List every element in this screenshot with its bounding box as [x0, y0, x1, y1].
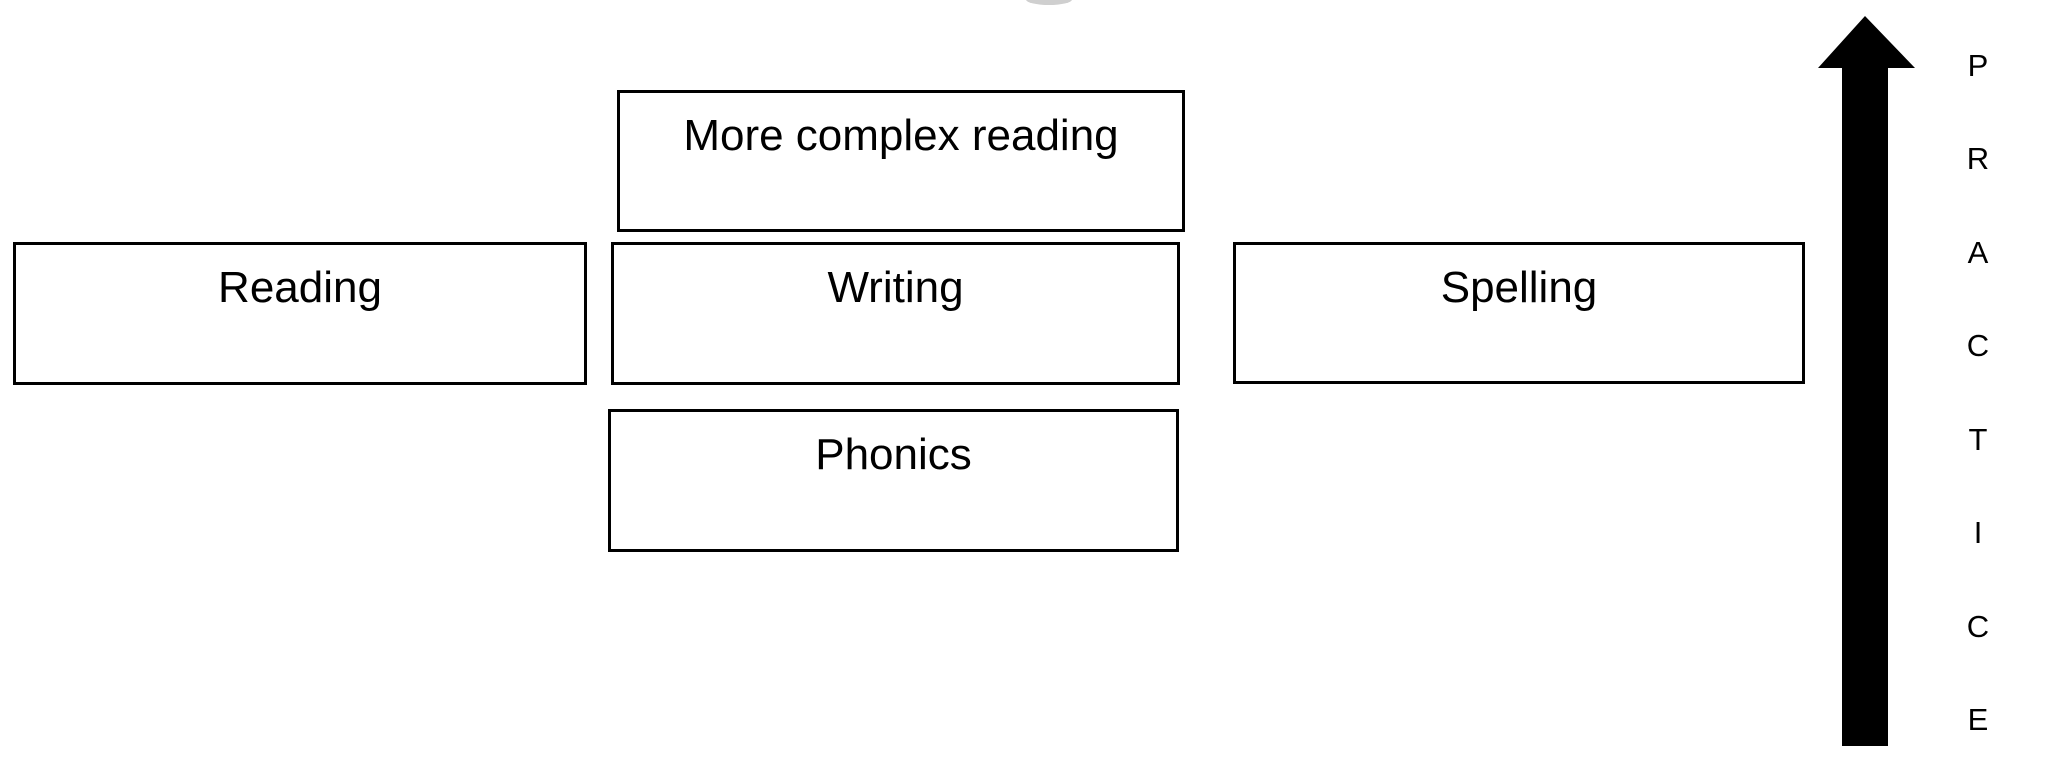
box-more-complex-reading-label: More complex reading: [683, 111, 1119, 160]
practice-letter: I: [1973, 515, 1983, 551]
practice-letter: R: [1966, 141, 1990, 177]
top-edge-artifact: [1026, 0, 1072, 5]
practice-letter: C: [1966, 608, 1990, 644]
box-reading-label: Reading: [218, 263, 382, 312]
box-writing: Writing: [611, 242, 1180, 385]
box-phonics-label: Phonics: [815, 430, 972, 479]
practice-letter: T: [1968, 421, 1988, 457]
box-spelling-label: Spelling: [1440, 263, 1598, 312]
practice-axis-label: P R A C T I C E: [1950, 19, 2006, 767]
practice-letter: P: [1967, 47, 1989, 83]
box-spelling: Spelling: [1233, 242, 1805, 384]
practice-letter: C: [1966, 328, 1990, 364]
practice-letter: E: [1967, 702, 1989, 738]
box-reading: Reading: [13, 242, 587, 385]
box-writing-label: Writing: [827, 263, 964, 312]
practice-up-arrow-icon: [1818, 16, 1915, 746]
practice-letter: A: [1967, 234, 1989, 270]
box-more-complex-reading: More complex reading: [617, 90, 1185, 232]
box-phonics: Phonics: [608, 409, 1179, 552]
